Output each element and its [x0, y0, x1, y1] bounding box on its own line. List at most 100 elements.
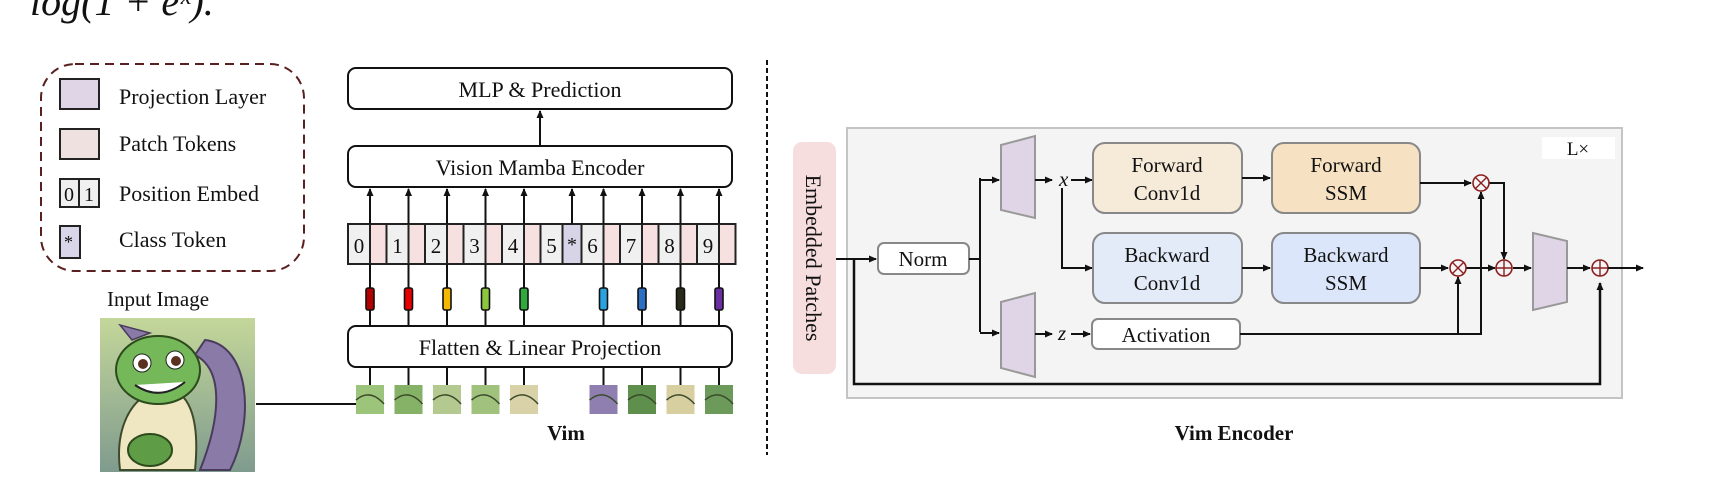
patch-token: [369, 223, 388, 265]
patch-embedding-bar: [714, 264, 724, 385]
position-token: 8: [657, 223, 682, 265]
legend-item-class-token: * Class Token: [59, 225, 226, 259]
forward-conv-label: Conv1d: [1134, 181, 1201, 205]
image-patch: [432, 385, 462, 414]
position-embed-swatch: [78, 178, 100, 208]
patch-token: [718, 223, 737, 265]
legend: Projection Layer Patch Tokens 0 1 Positi…: [40, 63, 305, 272]
position-digit: 3: [469, 234, 480, 258]
position-digit: 1: [84, 184, 94, 206]
backward-conv-label: Backward: [1124, 243, 1210, 267]
projection-layer-swatch: [59, 78, 100, 110]
class-token: *: [561, 223, 583, 265]
input-image-label: Input Image: [107, 287, 209, 311]
embedded-patches-label: Embedded Patches: [801, 175, 826, 342]
backward-conv-label: Conv1d: [1134, 271, 1201, 295]
legend-label: Patch Tokens: [119, 131, 236, 156]
forward-conv-label: Forward: [1131, 153, 1203, 177]
patch-token: [407, 223, 426, 265]
position-digit: 9: [703, 234, 714, 258]
patch-embedding-bar: [675, 264, 686, 385]
backward-conv1d-block: Backward Conv1d: [1092, 232, 1243, 304]
legend-item-projection-layer: Projection Layer: [59, 78, 267, 110]
legend-border: [40, 63, 305, 272]
patch-embedding-bar: [598, 264, 609, 385]
position-digit: 5: [546, 234, 557, 258]
patch-token: [484, 223, 503, 265]
x-projection-layer: [1000, 134, 1036, 220]
z-variable: z: [1057, 321, 1066, 345]
output-projection-layer: [1532, 231, 1568, 312]
patch-embedding-bar: [365, 264, 375, 385]
input-image: [100, 318, 255, 472]
norm-block: Norm: [877, 242, 970, 275]
add-operator-merge: [1495, 259, 1513, 277]
image-patch: [509, 385, 539, 414]
position-digit: 7: [626, 234, 637, 258]
formula-fragment: log(1 + eˣ).: [30, 0, 214, 24]
vision-mamba-encoder-block: Vision Mamba Encoder: [347, 145, 733, 188]
multiply-operator-backward: [1449, 259, 1467, 277]
image-patch: [394, 385, 424, 414]
position-digit: 0: [64, 184, 74, 206]
vision-mamba-encoder-label: Vision Mamba Encoder: [436, 155, 646, 180]
position-token: 6: [580, 223, 605, 265]
position-digit: 1: [392, 234, 403, 258]
patch-embedding-bar: [480, 264, 491, 385]
patch-token: [523, 223, 542, 265]
image-patch: [666, 385, 696, 414]
vim-title: Vim: [547, 421, 585, 445]
patch-token: [446, 223, 465, 265]
activation-block: Activation: [1091, 318, 1241, 350]
image-patch: [704, 385, 734, 414]
mlp-prediction-block: MLP & Prediction: [347, 67, 733, 110]
mlp-prediction-label: MLP & Prediction: [459, 77, 622, 102]
patch-embedding-bar: [442, 264, 452, 385]
add-operator-residual: [1591, 259, 1609, 277]
projection-label: Flatten & Linear Projection: [419, 335, 662, 360]
class-token-symbol: *: [64, 232, 73, 252]
patch-embedding-bar: [403, 264, 414, 385]
legend-item-patch-tokens: Patch Tokens: [59, 128, 236, 160]
norm-label: Norm: [899, 247, 948, 271]
vim-encoder-title: Vim Encoder: [1175, 421, 1294, 445]
vim-encoder-panel: L× Embedded Patches Norm x z Fo: [793, 127, 1644, 445]
patch-token: [602, 223, 621, 265]
patch-embedding-bar: [637, 264, 647, 385]
forward-ssm-block: Forward SSM: [1271, 142, 1421, 214]
image-patch: [355, 385, 385, 414]
class-token-symbol: *: [567, 234, 577, 256]
token-arrows: [366, 188, 723, 224]
repeat-label: L×: [1567, 139, 1589, 160]
image-patches: [355, 385, 734, 414]
multiply-operator-forward: [1472, 174, 1490, 192]
repeat-label-bg: [1542, 137, 1615, 159]
activation-label: Activation: [1122, 323, 1211, 347]
backward-ssm-label: Backward: [1303, 243, 1389, 267]
forward-ssm-label: SSM: [1325, 181, 1367, 205]
flatten-linear-projection-block: Flatten & Linear Projection: [347, 325, 733, 368]
x-variable: x: [1058, 167, 1069, 191]
position-token: 0: [347, 223, 371, 265]
position-token: 9: [696, 223, 720, 265]
position-digit: 8: [664, 234, 675, 258]
legend-label: Projection Layer: [119, 84, 267, 109]
legend-item-position-embed: 0 1 Position Embed: [59, 178, 259, 208]
z-projection-layer: [1000, 291, 1036, 379]
position-token: 2: [424, 223, 448, 265]
embedded-patches-block: Embedded Patches: [793, 142, 836, 374]
position-token: 3: [462, 223, 487, 265]
class-token-swatch: [59, 225, 81, 259]
patch-token-swatch: [59, 128, 100, 160]
position-digit: 2: [431, 234, 442, 258]
vim-panel: Input Image MLP & Prediction Vision Mamb…: [100, 67, 737, 472]
position-token: 1: [385, 223, 410, 265]
x-to-backward-arrow: [1061, 188, 1093, 272]
position-digit: 4: [508, 234, 519, 258]
position-digit: 6: [587, 234, 598, 258]
patch-token: [679, 223, 698, 265]
backward-ssm-label: SSM: [1325, 271, 1367, 295]
residual-connection: [852, 259, 1604, 386]
